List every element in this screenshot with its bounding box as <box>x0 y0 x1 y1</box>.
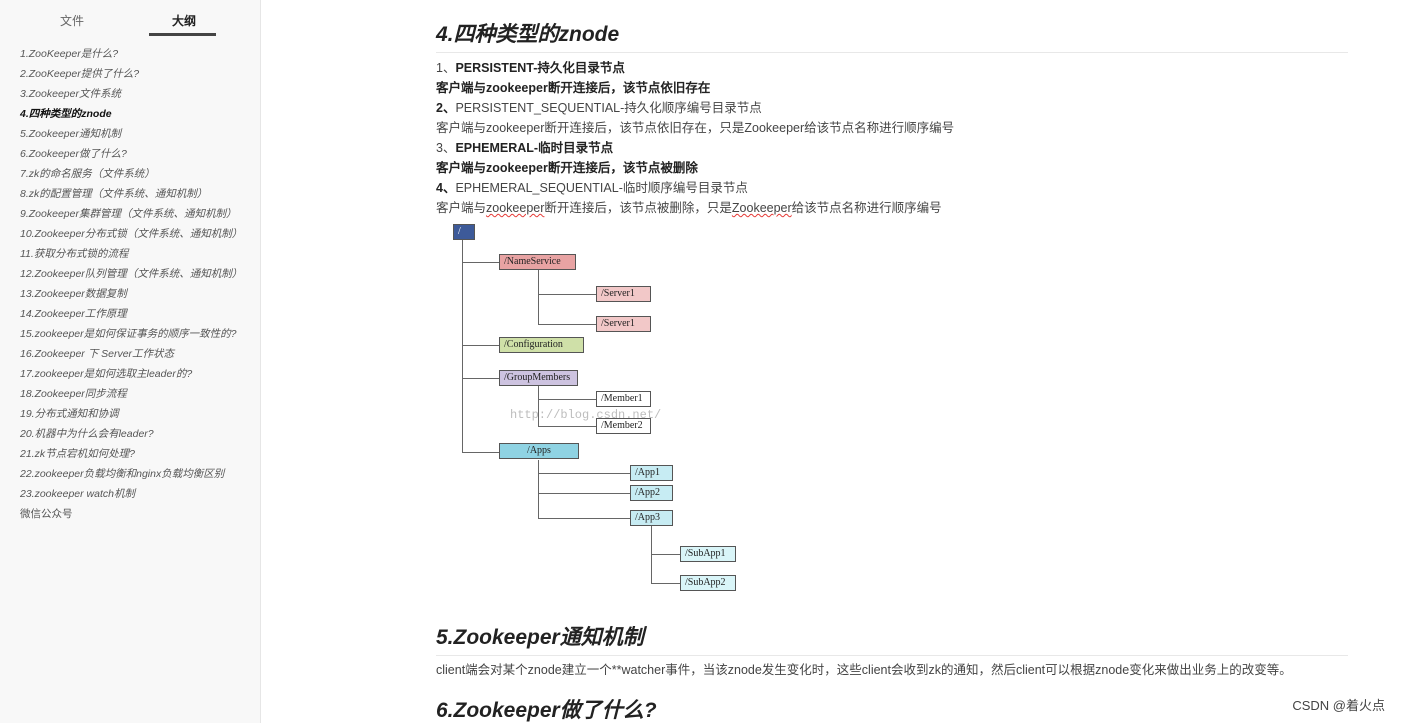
item-2-desc-a: 客户端与 <box>436 121 487 135</box>
active-tab-indicator <box>149 33 216 36</box>
item-4-desc-b: zookeeper <box>486 201 545 215</box>
item-4-desc-a: 客户端与 <box>436 201 487 215</box>
outline-item-20[interactable]: 20.机器中为什么会有leader? <box>20 428 154 440</box>
item-4-title: 4、EPHEMERAL_SEQUENTIAL-临时顺序编号目录节点 <box>436 180 748 197</box>
outline-item-4[interactable]: 4.四种类型的znode <box>20 108 112 120</box>
node-app2: /App2 <box>630 485 673 501</box>
csdn-author-credit: CSDN @着火点 <box>1292 698 1385 713</box>
outline-item-9[interactable]: 9.Zookeeper集群管理（文件系统、通知机制） <box>20 208 237 220</box>
branch-server1b-line <box>538 324 596 325</box>
item-1-num: 1、 <box>436 61 456 75</box>
sidebar-tabs: 文件 大纲 <box>0 0 261 40</box>
branch-subapp2-line <box>651 583 680 584</box>
groupmembers-child-line <box>538 386 539 426</box>
outline-item-5[interactable]: 5.Zookeeper通知机制 <box>20 128 121 140</box>
outline-item-23[interactable]: 23.zookeeper watch机制 <box>20 488 135 500</box>
item-3-desc: 客户端与zookeeper断开连接后，该节点被删除 <box>436 160 698 177</box>
branch-configuration-line <box>462 345 499 346</box>
branch-member2-line <box>538 426 596 427</box>
branch-apps-line <box>462 452 499 453</box>
tab-outline[interactable]: 大纲 <box>172 14 197 28</box>
node-root: / <box>453 224 475 240</box>
heading-znode-types: 4.四种类型的znode <box>436 18 1348 53</box>
apps-child-line <box>538 460 539 518</box>
branch-app1-line <box>538 473 630 474</box>
item-3-title: 3、EPHEMERAL-临时目录节点 <box>436 140 613 157</box>
outline-item-21[interactable]: 21.zk节点宕机如何处理? <box>20 448 135 460</box>
heading-what-zookeeper-does: 6.Zookeeper做了什么? <box>436 694 1348 723</box>
branch-app2-line <box>538 493 630 494</box>
item-2-num: 2、 <box>436 101 456 115</box>
node-nameservice: /NameService <box>499 254 576 270</box>
node-app3: /App3 <box>630 510 673 526</box>
outline-item-6[interactable]: 6.Zookeeper做了什么? <box>20 148 127 160</box>
outline-item-15[interactable]: 15.zookeeper是如何保证事务的顺序一致性的? <box>20 328 237 340</box>
node-subapp2: /SubApp2 <box>680 575 736 591</box>
node-subapp1: /SubApp1 <box>680 546 736 562</box>
heading-notification-mechanism: 5.Zookeeper通知机制 <box>436 621 1348 656</box>
node-member1: /Member1 <box>596 391 651 407</box>
item-3-title-text: EPHEMERAL-临时目录节点 <box>455 141 614 155</box>
outline-item-18[interactable]: 18.Zookeeper同步流程 <box>20 388 127 400</box>
item-1-desc-text: 客户端与zookeeper断开连接后，该节点依旧存在 <box>436 81 711 95</box>
item-4-desc-e: 给该节点名称进行顺序编号 <box>791 201 942 215</box>
item-4-title-text: EPHEMERAL_SEQUENTIAL-临时顺序编号目录节点 <box>455 181 748 195</box>
item-4-num: 4、 <box>436 181 456 195</box>
branch-member1-line <box>538 399 596 400</box>
nameservice-child-line <box>538 270 539 324</box>
outline-item-13[interactable]: 13.Zookeeper数据复制 <box>20 288 127 300</box>
outline-item-14[interactable]: 14.Zookeeper工作原理 <box>20 308 127 320</box>
outline-item-wechat[interactable]: 微信公众号 <box>20 508 73 520</box>
outline-item-19[interactable]: 19.分布式通知和协调 <box>20 408 119 420</box>
node-member2: /Member2 <box>596 418 651 434</box>
node-configuration: /Configuration <box>499 337 584 353</box>
outline-item-2[interactable]: 2.ZooKeeper提供了什么? <box>20 68 140 80</box>
outline-item-10[interactable]: 10.Zookeeper分布式锁（文件系统、通知机制） <box>20 228 243 240</box>
sidebar: 文件 大纲 1.ZooKeeper是什么? 2.ZooKeeper提供了什么? … <box>0 0 261 723</box>
notification-paragraph: client端会对某个znode建立一个**watcher事件，当该znode发… <box>436 663 1292 677</box>
app3-child-line <box>651 526 652 584</box>
item-4-desc-c: 断开连接后，该节点被删除，只是 <box>544 201 732 215</box>
blog-watermark: http://blog.csdn.net/ <box>510 408 662 422</box>
outline-item-11[interactable]: 11.获取分布式锁的流程 <box>20 248 129 260</box>
item-2-desc-c: 断开连接后，该节点依旧存在，只是Zookeeper给该节点名称进行顺序编号 <box>544 121 955 135</box>
item-1-title: 1、PERSISTENT-持久化目录节点 <box>436 60 625 77</box>
branch-groupmembers-line <box>462 378 499 379</box>
outline-item-16[interactable]: 16.Zookeeper 下 Server工作状态 <box>20 348 175 360</box>
outline-item-7[interactable]: 7.zk的命名服务（文件系统） <box>20 168 155 180</box>
branch-server1a-line <box>538 294 596 295</box>
outline-item-17[interactable]: 17.zookeeper是如何选取主leader的? <box>20 368 193 380</box>
node-app1: /App1 <box>630 465 673 481</box>
node-apps: /Apps <box>499 443 579 459</box>
znode-tree-diagram: / /NameService /Server1 /Server1 /Config… <box>452 222 752 594</box>
item-1-title-text: PERSISTENT-持久化目录节点 <box>455 61 625 75</box>
item-4-desc: 客户端与zookeeper断开连接后，该节点被删除，只是Zookeeper给该节… <box>436 200 942 217</box>
node-groupmembers: /GroupMembers <box>499 370 578 386</box>
item-4-desc-d: Zookeeper <box>731 201 792 215</box>
outline-item-1[interactable]: 1.ZooKeeper是什么? <box>20 48 119 60</box>
item-3-num: 3、 <box>436 141 456 155</box>
item-2-title-text: PERSISTENT_SEQUENTIAL-持久化顺序编号目录节点 <box>455 101 762 115</box>
item-3-desc-text: 客户端与zookeeper断开连接后，该节点被删除 <box>436 161 698 175</box>
item-2-title: 2、PERSISTENT_SEQUENTIAL-持久化顺序编号目录节点 <box>436 100 762 117</box>
node-server1-a: /Server1 <box>596 286 651 302</box>
outline-item-3[interactable]: 3.Zookeeper文件系统 <box>20 88 121 100</box>
article-content: 4.四种类型的znode 1、PERSISTENT-持久化目录节点 客户端与zo… <box>436 0 1348 723</box>
branch-app3-line <box>538 518 630 519</box>
branch-subapp1-line <box>651 554 680 555</box>
branch-nameservice-line <box>462 262 499 263</box>
item-2-desc-b: zookeeper <box>486 121 545 135</box>
outline-list: 1.ZooKeeper是什么? 2.ZooKeeper提供了什么? 3.Zook… <box>20 48 243 528</box>
tree-trunk-line <box>462 240 463 452</box>
item-2-desc: 客户端与zookeeper断开连接后，该节点依旧存在，只是Zookeeper给该… <box>436 120 954 137</box>
item-1-desc: 客户端与zookeeper断开连接后，该节点依旧存在 <box>436 80 710 97</box>
tab-file[interactable]: 文件 <box>60 14 85 28</box>
outline-item-12[interactable]: 12.Zookeeper队列管理（文件系统、通知机制） <box>20 268 243 280</box>
outline-item-8[interactable]: 8.zk的配置管理（文件系统、通知机制） <box>20 188 208 200</box>
node-server1-b: /Server1 <box>596 316 651 332</box>
outline-item-22[interactable]: 22.zookeeper负载均衡和nginx负载均衡区别 <box>20 468 225 480</box>
